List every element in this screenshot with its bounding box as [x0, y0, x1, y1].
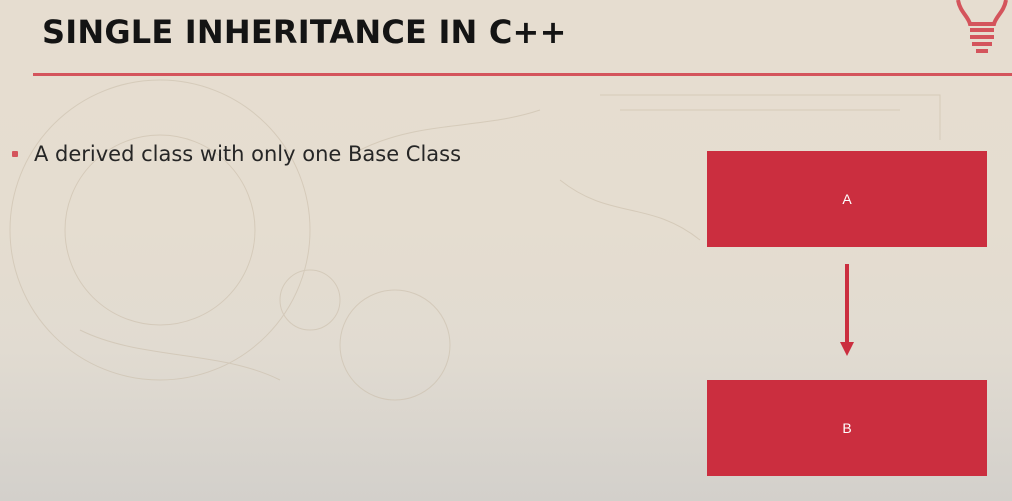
bullet-item: A derived class with only one Base Class — [12, 140, 461, 168]
bullet-text: A derived class with only one Base Class — [34, 142, 462, 166]
base-class-box: A — [707, 151, 987, 247]
lightbulb-icon — [956, 0, 1008, 53]
inheritance-arrow — [840, 264, 854, 356]
base-class-label: A — [842, 191, 852, 207]
bullet-marker — [12, 151, 18, 157]
derived-class-label: B — [842, 420, 852, 436]
title-divider — [33, 73, 1012, 76]
slide-title: SINGLE INHERITANCE IN C++ — [42, 13, 567, 51]
derived-class-box: B — [707, 380, 987, 476]
